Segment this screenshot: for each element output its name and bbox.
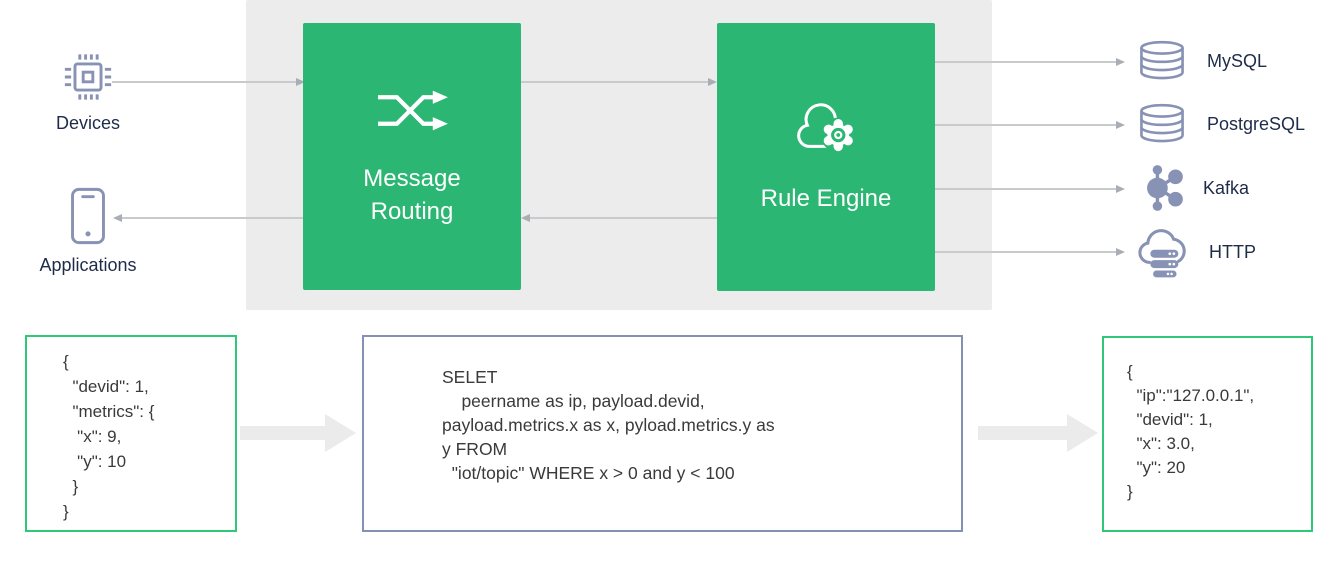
rule-engine-label: Rule Engine <box>760 185 892 212</box>
output-json-box: { "ip":"127.0.0.1", "devid": 1, "x": 3.0… <box>1102 336 1313 532</box>
devices-label: Devices <box>55 113 121 133</box>
applications-endpoint: Applications <box>26 186 150 276</box>
smartphone-icon <box>68 186 108 246</box>
arrow-routing-to-applications <box>122 217 303 219</box>
sink-row-mysql: MySQL <box>1135 40 1267 82</box>
arrow-rule-engine-to-kafka <box>935 188 1116 190</box>
sql-rule-code: SELET peername as ip, payload.devid, pay… <box>442 367 775 483</box>
message-routing-box: Message Routing <box>303 23 521 290</box>
block-arrow-sql-to-output <box>978 426 1067 440</box>
share-nodes-icon <box>1135 162 1185 214</box>
arrow-rule-engine-to-http <box>935 251 1116 253</box>
block-arrow-input-to-sql <box>240 426 325 440</box>
input-json-box: { "devid": 1, "metrics": { "x": 9, "y": … <box>25 335 237 532</box>
cloud-gear-icon <box>793 99 859 156</box>
arrow-routing-to-rule-engine <box>521 81 708 83</box>
sink-label: PostgreSQL <box>1207 113 1306 134</box>
rule-engine-box: Rule Engine <box>717 23 935 291</box>
arrow-rule-engine-to-mysql <box>935 61 1116 63</box>
sink-label: HTTP <box>1209 241 1256 262</box>
arrow-rule-engine-to-routing <box>530 217 717 219</box>
sink-row-http: HTTP <box>1135 224 1256 280</box>
sink-row-kafka: Kafka <box>1135 162 1249 214</box>
applications-label: Applications <box>39 255 137 275</box>
arrow-rule-engine-to-postgresql <box>935 124 1116 126</box>
input-json-code: { "devid": 1, "metrics": { "x": 9, "y": … <box>63 352 155 521</box>
sink-label: Kafka <box>1203 177 1250 198</box>
message-routing-label: Message Routing <box>363 165 461 225</box>
arrow-devices-to-routing <box>112 81 296 83</box>
sink-label: MySQL <box>1207 50 1268 71</box>
output-json-code: { "ip":"127.0.0.1", "devid": 1, "x": 3.0… <box>1127 362 1255 501</box>
shuffle-icon <box>374 85 450 136</box>
chip-icon <box>61 50 115 104</box>
cloud-server-icon <box>1135 224 1191 280</box>
sink-row-postgresql: PostgreSQL <box>1135 103 1305 145</box>
sql-rule-box: SELET peername as ip, payload.devid, pay… <box>362 335 963 532</box>
devices-endpoint: Devices <box>34 50 142 134</box>
database-icon <box>1135 103 1189 145</box>
database-icon <box>1135 40 1189 82</box>
